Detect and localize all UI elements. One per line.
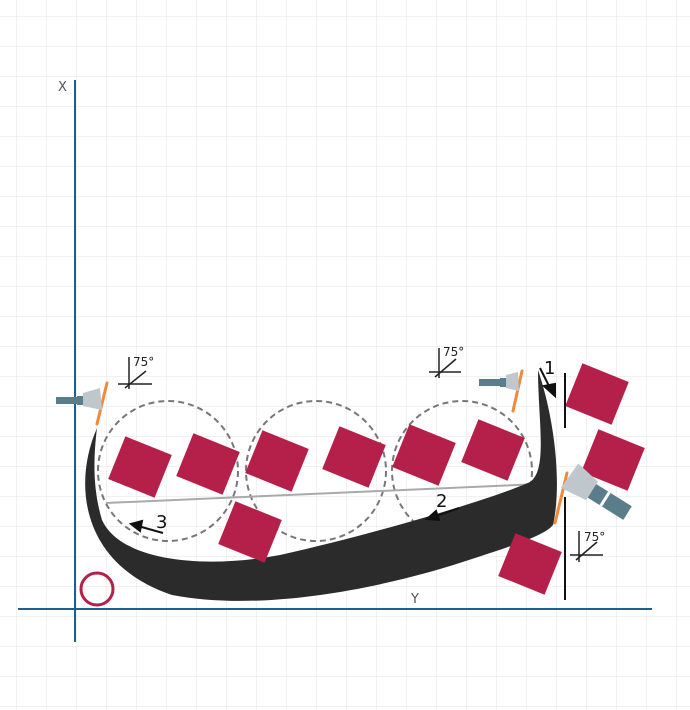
guide-line <box>105 483 541 504</box>
step-label-3: 3 <box>156 512 167 533</box>
angle-mark-icon <box>118 357 152 389</box>
block <box>498 533 562 595</box>
block <box>108 436 172 498</box>
y-axis-label: Y <box>410 592 419 607</box>
arrow-1-head <box>541 382 556 399</box>
stud-shooter-icon <box>479 372 519 391</box>
dashed-circle <box>391 400 533 542</box>
angle-label: 75° <box>133 355 154 369</box>
angle-mark-icon <box>429 348 461 378</box>
angle-mark-icon <box>570 531 603 562</box>
block <box>565 363 629 425</box>
arrow-3-head <box>128 519 144 533</box>
dashed-circle <box>245 400 387 542</box>
block <box>245 430 309 492</box>
block <box>322 426 386 488</box>
blades <box>95 369 569 525</box>
arrow-3 <box>137 525 164 534</box>
block <box>392 424 456 486</box>
blade <box>95 381 109 426</box>
arrow-2-head <box>424 509 441 522</box>
step-label-2: 2 <box>436 491 447 512</box>
step-arrows <box>128 367 556 534</box>
block <box>218 501 282 563</box>
block <box>176 433 240 495</box>
dashed-circle <box>97 400 239 542</box>
stud-shooter-icon <box>560 463 632 520</box>
blade <box>511 369 524 413</box>
stud-shooter-icon <box>56 388 102 410</box>
block <box>461 419 525 481</box>
blade <box>553 471 569 525</box>
x-axis-label: X <box>58 80 67 95</box>
step-label-1: 1 <box>544 358 555 379</box>
angle-label: 75° <box>584 530 605 544</box>
block <box>581 429 645 491</box>
angle-label: 75° <box>443 345 464 359</box>
weld-track <box>85 370 557 601</box>
blocks <box>108 363 645 595</box>
start-circle-icon <box>79 571 115 607</box>
dashed-circles <box>97 400 533 542</box>
